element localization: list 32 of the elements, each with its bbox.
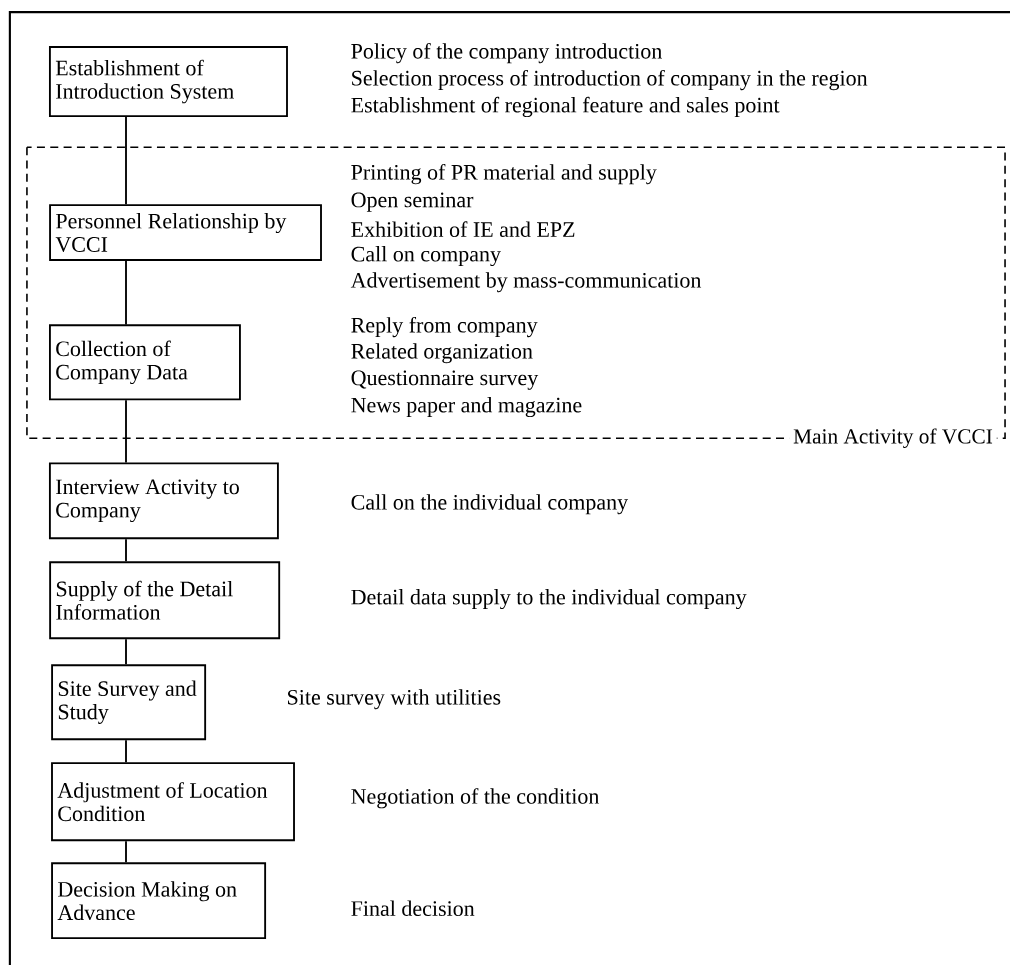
process-box: Site Survey and Study — [51, 664, 207, 741]
connector-line — [125, 739, 127, 764]
connector-line — [125, 259, 127, 326]
step-description: Site survey with utilities — [288, 689, 501, 710]
connector-line — [125, 538, 127, 563]
process-box: Decision Making on Advance — [51, 862, 267, 939]
process-box: Establishment of Introduction System — [48, 46, 288, 117]
process-box: Collection of Company Data — [49, 324, 241, 401]
step-description: Open seminar — [351, 192, 474, 212]
step-description: Final decision — [351, 900, 475, 916]
step-description: Advertisement by mass-communication — [350, 272, 702, 293]
connector-line — [125, 399, 127, 464]
step-description: Call on the individual company — [351, 494, 629, 515]
step-description: Selection process of introduction of company in the region — [352, 69, 868, 91]
connector-line — [125, 116, 127, 205]
step-description: Call on company — [351, 246, 501, 266]
step-description: Reply from company — [351, 316, 538, 338]
step-description: Negotiation of the condition — [351, 788, 600, 809]
step-description: Exhibition of IE and EPZ — [351, 221, 575, 237]
connector-line — [125, 638, 127, 666]
connector-line — [125, 840, 127, 864]
step-description: Printing of PR material and supply — [351, 163, 657, 185]
step-description: Policy of the company introduction — [351, 42, 662, 64]
process-box: Supply of the Detail Information — [49, 561, 281, 640]
step-description: Detail data supply to the individual company — [351, 588, 747, 609]
process-box: Adjustment of Location Condition — [51, 762, 295, 842]
step-description: Questionnaire survey — [351, 370, 539, 390]
step-description: News paper and magazine — [351, 397, 582, 417]
process-box: Personnel Relationship by VCCI — [49, 204, 322, 261]
step-description: Establishment of regional feature and sales point — [351, 96, 780, 117]
step-description: Related organization — [351, 343, 533, 364]
process-box: Interview Activity to Company — [48, 462, 279, 540]
